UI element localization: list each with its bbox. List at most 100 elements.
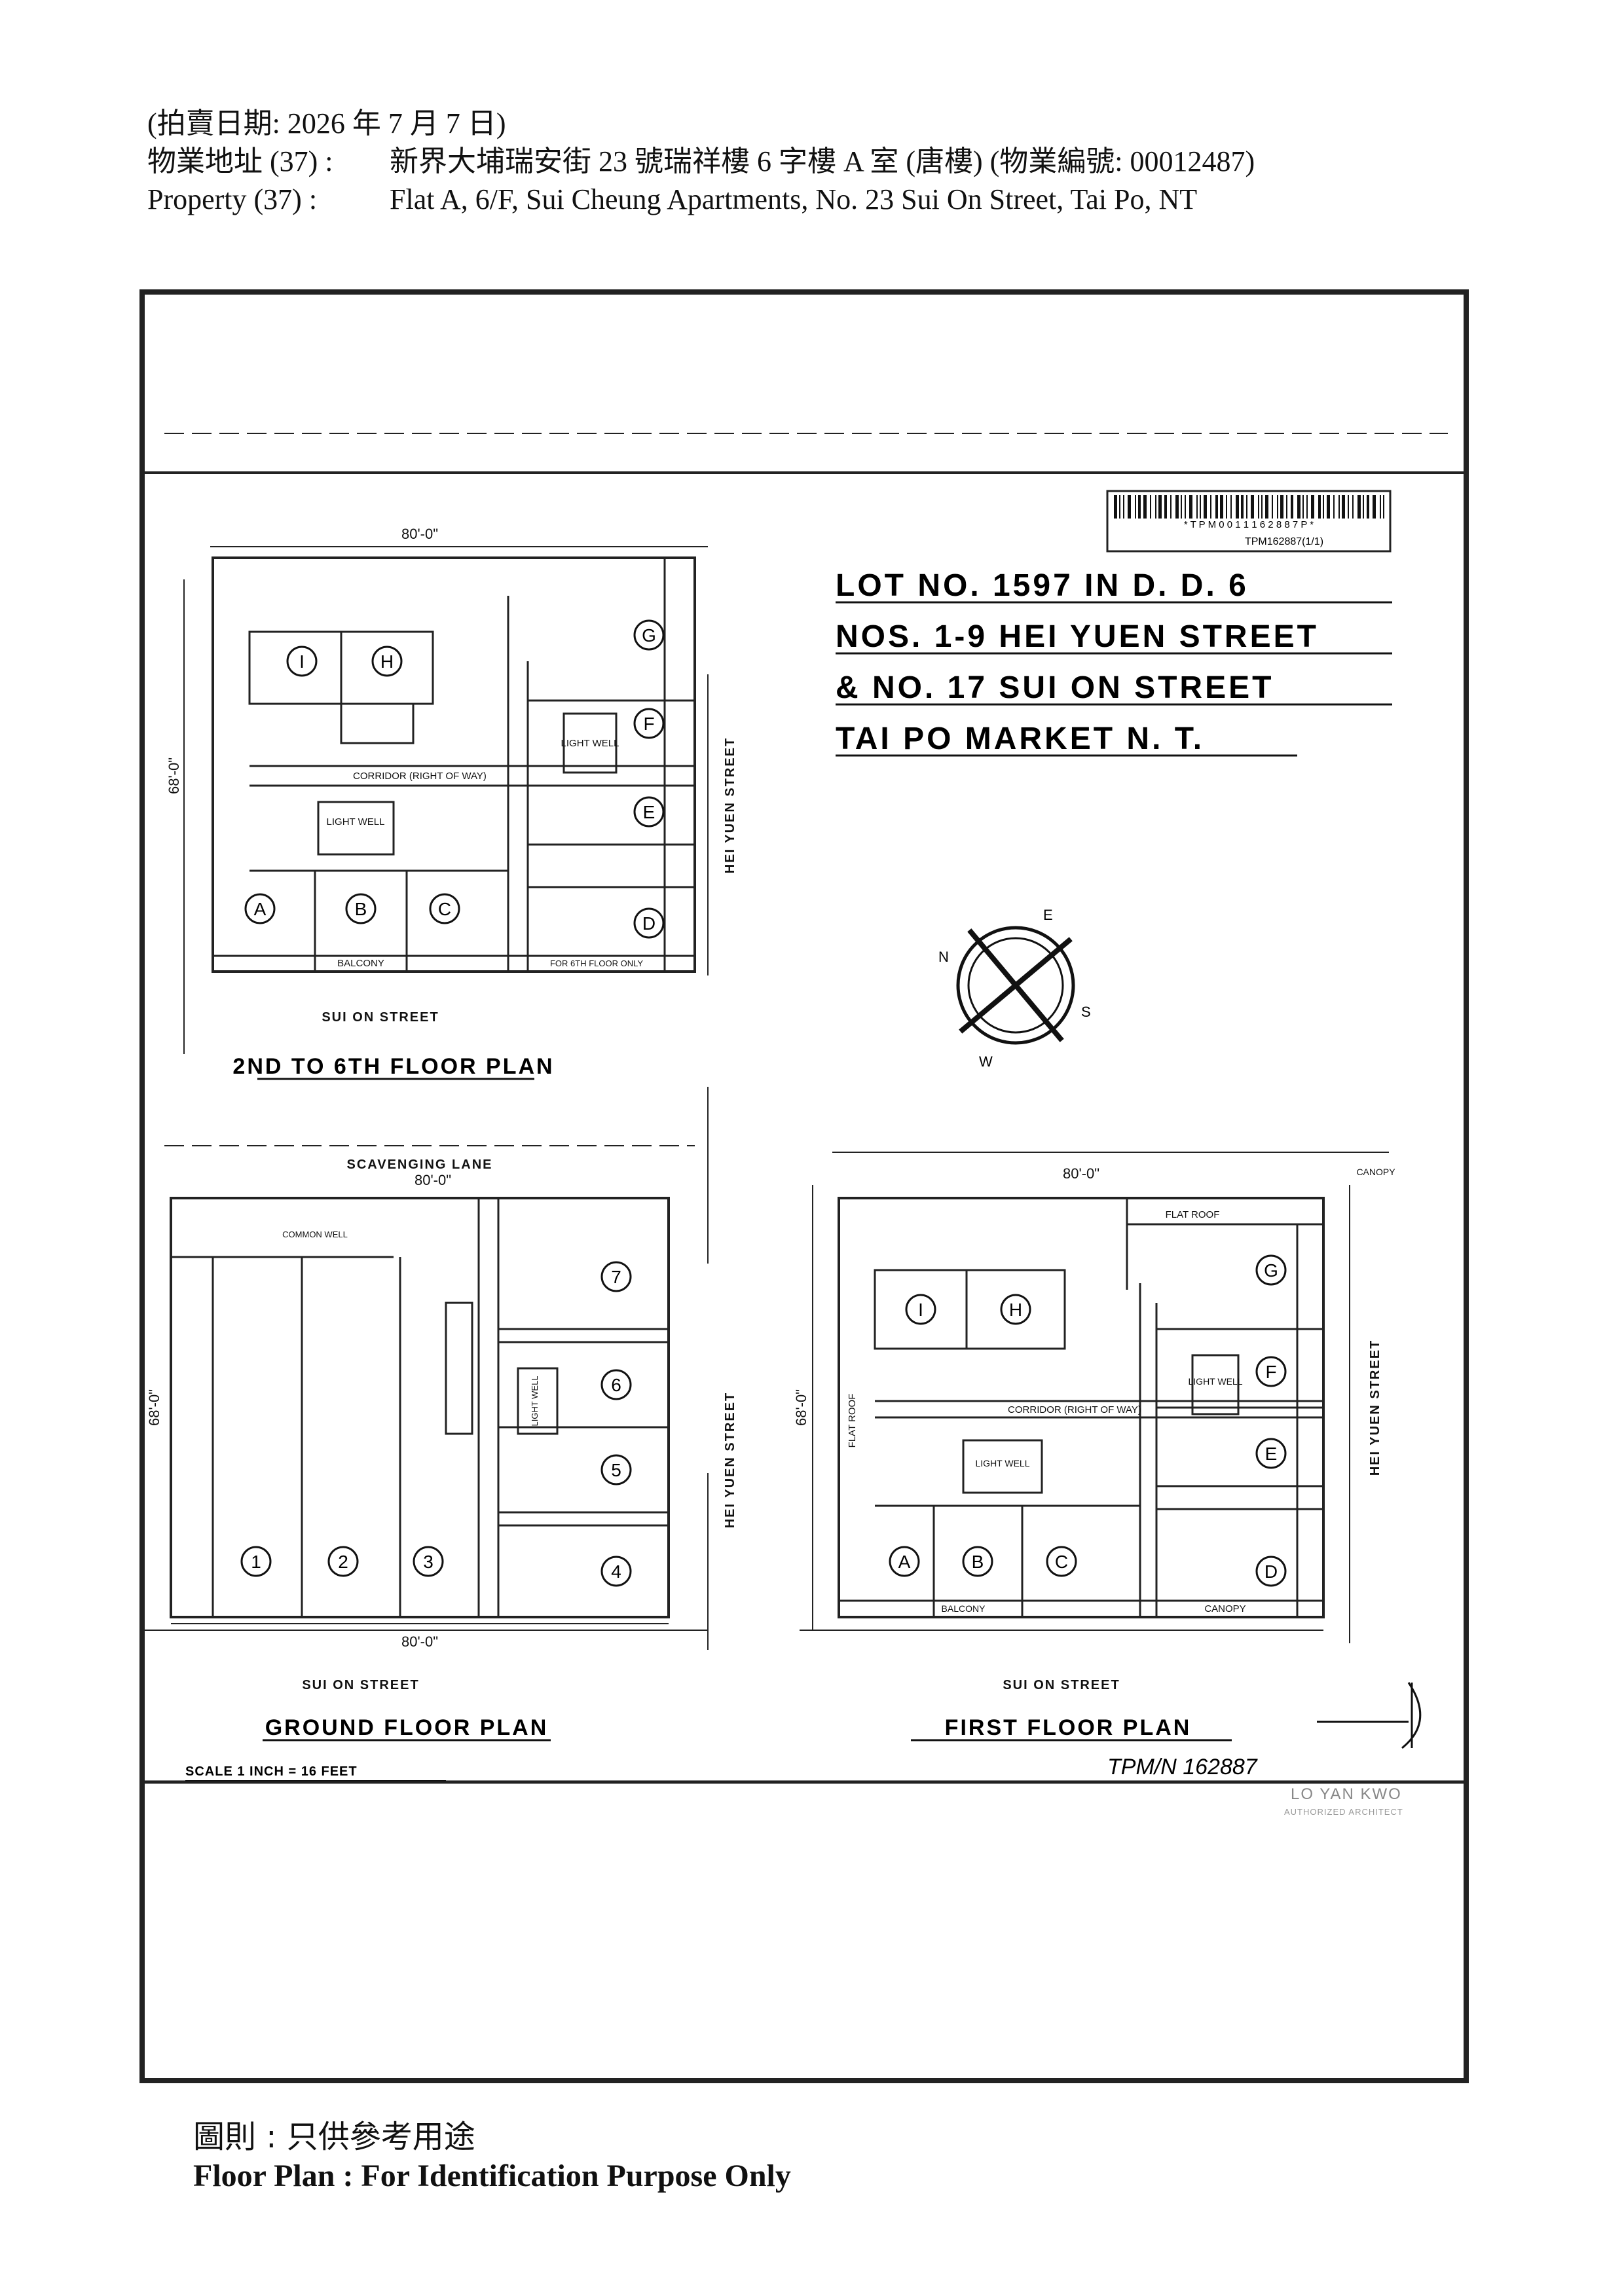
ground-unit-marker xyxy=(600,1556,632,1587)
address-cn: 新界大埔瑞安街 23 號瑞祥樓 6 字樓 A 室 (唐樓) (物業編號: 000… xyxy=(390,145,1255,177)
first-width-dim: 80'-0" xyxy=(1063,1165,1099,1182)
address-cn-label: 物業地址 (37) : xyxy=(147,145,333,177)
upper-unit-label: E xyxy=(643,802,655,822)
auction-date: (拍賣日期: 2026 年 7 月 7 日) xyxy=(147,107,506,139)
upper-unit-label: F xyxy=(643,714,654,734)
upper-unit-label: D xyxy=(642,913,655,934)
ground-street-bottom: SUI ON STREET xyxy=(302,1678,419,1692)
upper-street-bottom: SUI ON STREET xyxy=(322,1010,439,1025)
footer-cn: 圖則 : 只供參考用途 xyxy=(193,2119,475,2155)
ground-unit-marker xyxy=(240,1546,272,1577)
barcode-code: * T P M 0 0 1 1 1 6 2 8 8 7 P * xyxy=(1184,519,1314,530)
upper-corridor-label: CORRIDOR (RIGHT OF WAY) xyxy=(353,771,487,782)
first-unit-marker xyxy=(1255,1356,1287,1387)
upper-balcony-label: BALCONY xyxy=(337,958,384,969)
first-unit-marker xyxy=(889,1546,920,1577)
first-unit-marker xyxy=(1046,1546,1077,1577)
first-unit-marker xyxy=(1000,1294,1031,1325)
ground-unit-marker xyxy=(413,1546,444,1577)
ground-street-top: SCAVENGING LANE xyxy=(347,1157,493,1172)
upper-unit-label: A xyxy=(254,899,267,919)
lot-title: LOT NO. 1597 IN D. D. 6 NOS. 1-9 HEI YUE… xyxy=(836,568,1319,756)
first-unit-marker xyxy=(1255,1438,1287,1469)
floor-plan-frame: * T P M 0 0 1 1 1 6 2 8 8 7 P * TPM16288… xyxy=(139,289,1469,2083)
ground-unit-marker xyxy=(600,1261,632,1292)
ground-unit-label: 2 xyxy=(338,1552,348,1572)
first-unit-marker xyxy=(905,1294,936,1325)
ground-width-dim-bottom: 80'-0" xyxy=(401,1633,438,1650)
first-flat-roof-side: FLAT ROOF xyxy=(847,1394,858,1448)
compass-icon: N E S W xyxy=(938,907,1091,1070)
ground-unit-label: 3 xyxy=(423,1552,434,1572)
address-cn-row: 物業地址 (37) : 新界大埔瑞安街 23 號瑞祥樓 6 字樓 A 室 (唐樓)… xyxy=(147,143,1255,181)
first-plan-title: FIRST FLOOR PLAN xyxy=(945,1715,1192,1740)
first-unit-marker xyxy=(1255,1254,1287,1286)
compass-w: W xyxy=(979,1053,993,1070)
scale-note: SCALE 1 INCH = 16 FEET xyxy=(185,1764,358,1779)
ground-floor-plan xyxy=(145,1087,709,1650)
upper-unit-marker xyxy=(371,646,403,677)
upper-unit-label: C xyxy=(438,899,451,919)
upper-unit-marker xyxy=(429,893,460,924)
barcode-ref: TPM162887(1/1) xyxy=(1245,536,1323,547)
upper-light-well-label-2: LIGHT WELL xyxy=(561,738,619,749)
handwritten-ref: TPM/N 162887 xyxy=(1107,1755,1258,1779)
upper-depth-dim: 68'-0" xyxy=(166,757,182,794)
address-en-row: Property (37) : Flat A, 6/F, Sui Cheung A… xyxy=(147,181,1197,219)
address-en: Flat A, 6/F, Sui Cheung Apartments, No. … xyxy=(390,183,1198,215)
architect-title: AUTHORIZED ARCHITECT xyxy=(1284,1807,1403,1817)
upper-unit-marker xyxy=(286,646,318,677)
ground-depth-dim: 68'-0" xyxy=(146,1389,162,1426)
first-corridor-label: CORRIDOR (RIGHT OF WAY) xyxy=(1008,1404,1141,1415)
first-unit-label: A xyxy=(898,1552,911,1572)
upper-unit-marker xyxy=(633,907,665,939)
lot-title-line4: TAI PO MARKET N. T. xyxy=(836,721,1204,756)
upper-unit-label: G xyxy=(642,625,656,646)
upper-unit-label: B xyxy=(355,899,367,919)
first-balcony-label: BALCONY xyxy=(942,1603,986,1614)
lot-title-line2: NOS. 1-9 HEI YUEN STREET xyxy=(836,619,1319,654)
ground-unit-label: 6 xyxy=(611,1375,621,1395)
ground-unit-label: 5 xyxy=(611,1460,621,1480)
first-unit-label: F xyxy=(1265,1362,1276,1382)
address-en-label: Property (37) : xyxy=(147,183,318,215)
first-floor-plan xyxy=(800,1152,1389,1643)
first-flat-roof-top: FLAT ROOF xyxy=(1166,1209,1220,1220)
ground-width-dim: 80'-0" xyxy=(415,1172,451,1188)
upper-unit-marker xyxy=(345,893,377,924)
upper-unit-marker xyxy=(244,893,276,924)
ground-common-well-label: COMMON WELL xyxy=(282,1230,348,1239)
upper-unit-marker xyxy=(633,619,665,651)
upper-unit-marker xyxy=(633,708,665,739)
signature-icon xyxy=(1317,1682,1422,1749)
ground-unit-label: 4 xyxy=(611,1561,621,1582)
upper-unit-label: I xyxy=(299,651,304,672)
footer-en: Floor Plan : For Identification Purpose … xyxy=(193,2159,791,2193)
lot-title-line1: LOT NO. 1597 IN D. D. 6 xyxy=(836,568,1249,603)
lot-title-line3: & NO. 17 SUI ON STREET xyxy=(836,670,1274,705)
ground-plan-title: GROUND FLOOR PLAN xyxy=(265,1715,549,1740)
upper-floor-plan xyxy=(183,546,709,1054)
first-street-bottom: SUI ON STREET xyxy=(1003,1678,1120,1692)
first-street-right: HEI YUEN STREET xyxy=(1368,1339,1382,1476)
ground-unit-marker xyxy=(600,1369,632,1400)
upper-street-right: HEI YUEN STREET xyxy=(723,737,737,874)
ground-street-right: HEI YUEN STREET xyxy=(723,1392,737,1529)
upper-light-well-label: LIGHT WELL xyxy=(327,816,385,828)
upper-for-6th-label: FOR 6TH FLOOR ONLY xyxy=(550,958,643,968)
ground-unit-label: 1 xyxy=(251,1552,261,1572)
barcode: * T P M 0 0 1 1 1 6 2 8 8 7 P * TPM16288… xyxy=(1106,490,1392,553)
ground-unit-label: 7 xyxy=(611,1267,621,1287)
ground-light-well-label: LIGHT WELL xyxy=(530,1376,540,1426)
first-unit-label: B xyxy=(972,1552,984,1572)
first-unit-marker xyxy=(1255,1556,1287,1587)
first-unit-label: D xyxy=(1264,1561,1278,1582)
first-light-well-label-2: LIGHT WELL xyxy=(1189,1376,1243,1387)
first-unit-label: G xyxy=(1264,1260,1278,1281)
first-unit-label: H xyxy=(1009,1300,1022,1320)
ground-unit-marker xyxy=(600,1454,632,1485)
first-unit-marker xyxy=(962,1546,993,1577)
compass-n: N xyxy=(938,949,949,965)
first-unit-label: I xyxy=(918,1300,923,1320)
upper-unit-label: H xyxy=(380,651,394,672)
